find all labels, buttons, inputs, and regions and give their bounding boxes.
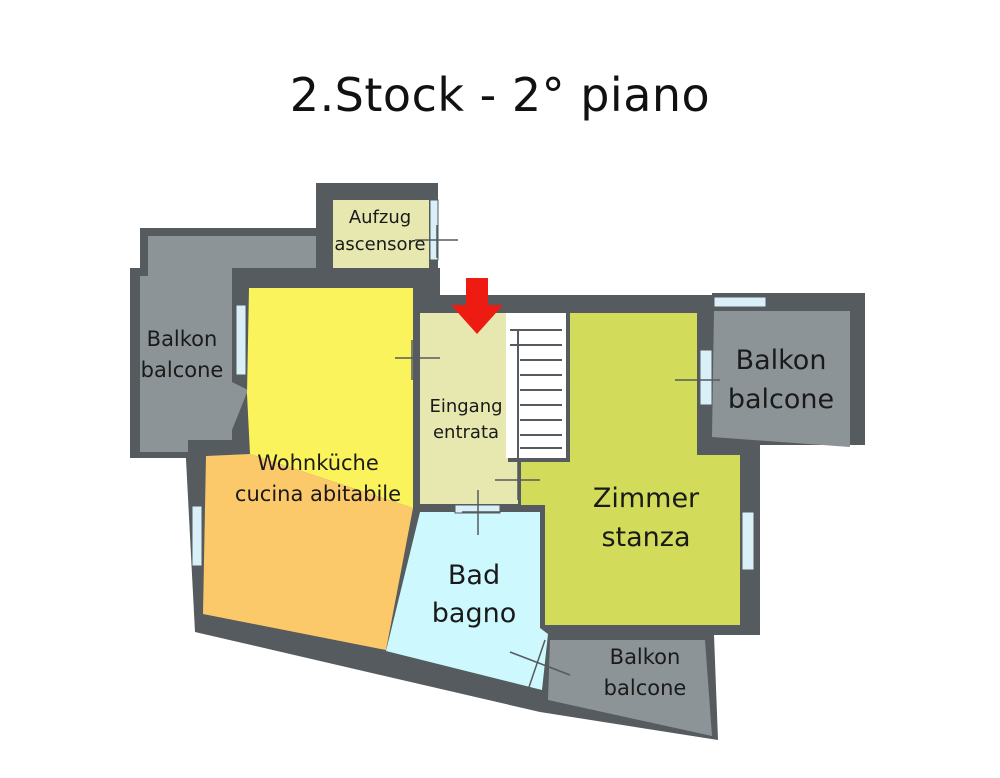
entrance-room — [420, 313, 518, 504]
kitchen-label-de: Wohnküche — [257, 451, 379, 475]
balcony-bottom-label-de: Balkon — [610, 645, 681, 669]
balcony-right — [712, 311, 850, 447]
room-label-de: Zimmer — [593, 483, 700, 514]
bathroom-room — [386, 512, 548, 690]
kitchen-label-it: cucina abitabile — [235, 482, 401, 506]
balcony-left — [140, 236, 316, 452]
balcony-right-label-de: Balkon — [736, 345, 827, 376]
window — [713, 296, 767, 308]
elevator-label-de: Aufzug — [349, 207, 411, 228]
kitchen-room — [247, 288, 413, 508]
door-marks — [395, 225, 720, 691]
stairs-area — [506, 313, 566, 458]
elevator-label-it: ascensore — [334, 234, 425, 255]
window — [699, 349, 713, 406]
stairs-steps — [510, 329, 562, 460]
elevator-room — [333, 200, 429, 268]
balcony-right-label-it: balcone — [728, 384, 834, 415]
bathroom-label-it: bagno — [432, 598, 516, 629]
window — [191, 505, 203, 567]
room-room — [521, 313, 740, 625]
window — [235, 304, 247, 376]
balcony-bottom-label-it: balcone — [604, 676, 687, 700]
balcony-left-label-it: balcone — [141, 358, 224, 382]
entrance-label-it: entrata — [433, 422, 499, 443]
dining-room — [203, 454, 413, 650]
window — [429, 199, 439, 261]
entry-arrow — [451, 278, 503, 334]
bathroom-label-de: Bad — [448, 560, 500, 591]
page-title: 2.Stock - 2° piano — [289, 68, 711, 122]
window — [741, 511, 755, 571]
balcony-left-label-de: Balkon — [147, 327, 218, 351]
room-label-it: stanza — [601, 522, 690, 553]
entrance-label-de: Eingang — [429, 396, 502, 417]
balcony-bottom — [548, 640, 712, 736]
